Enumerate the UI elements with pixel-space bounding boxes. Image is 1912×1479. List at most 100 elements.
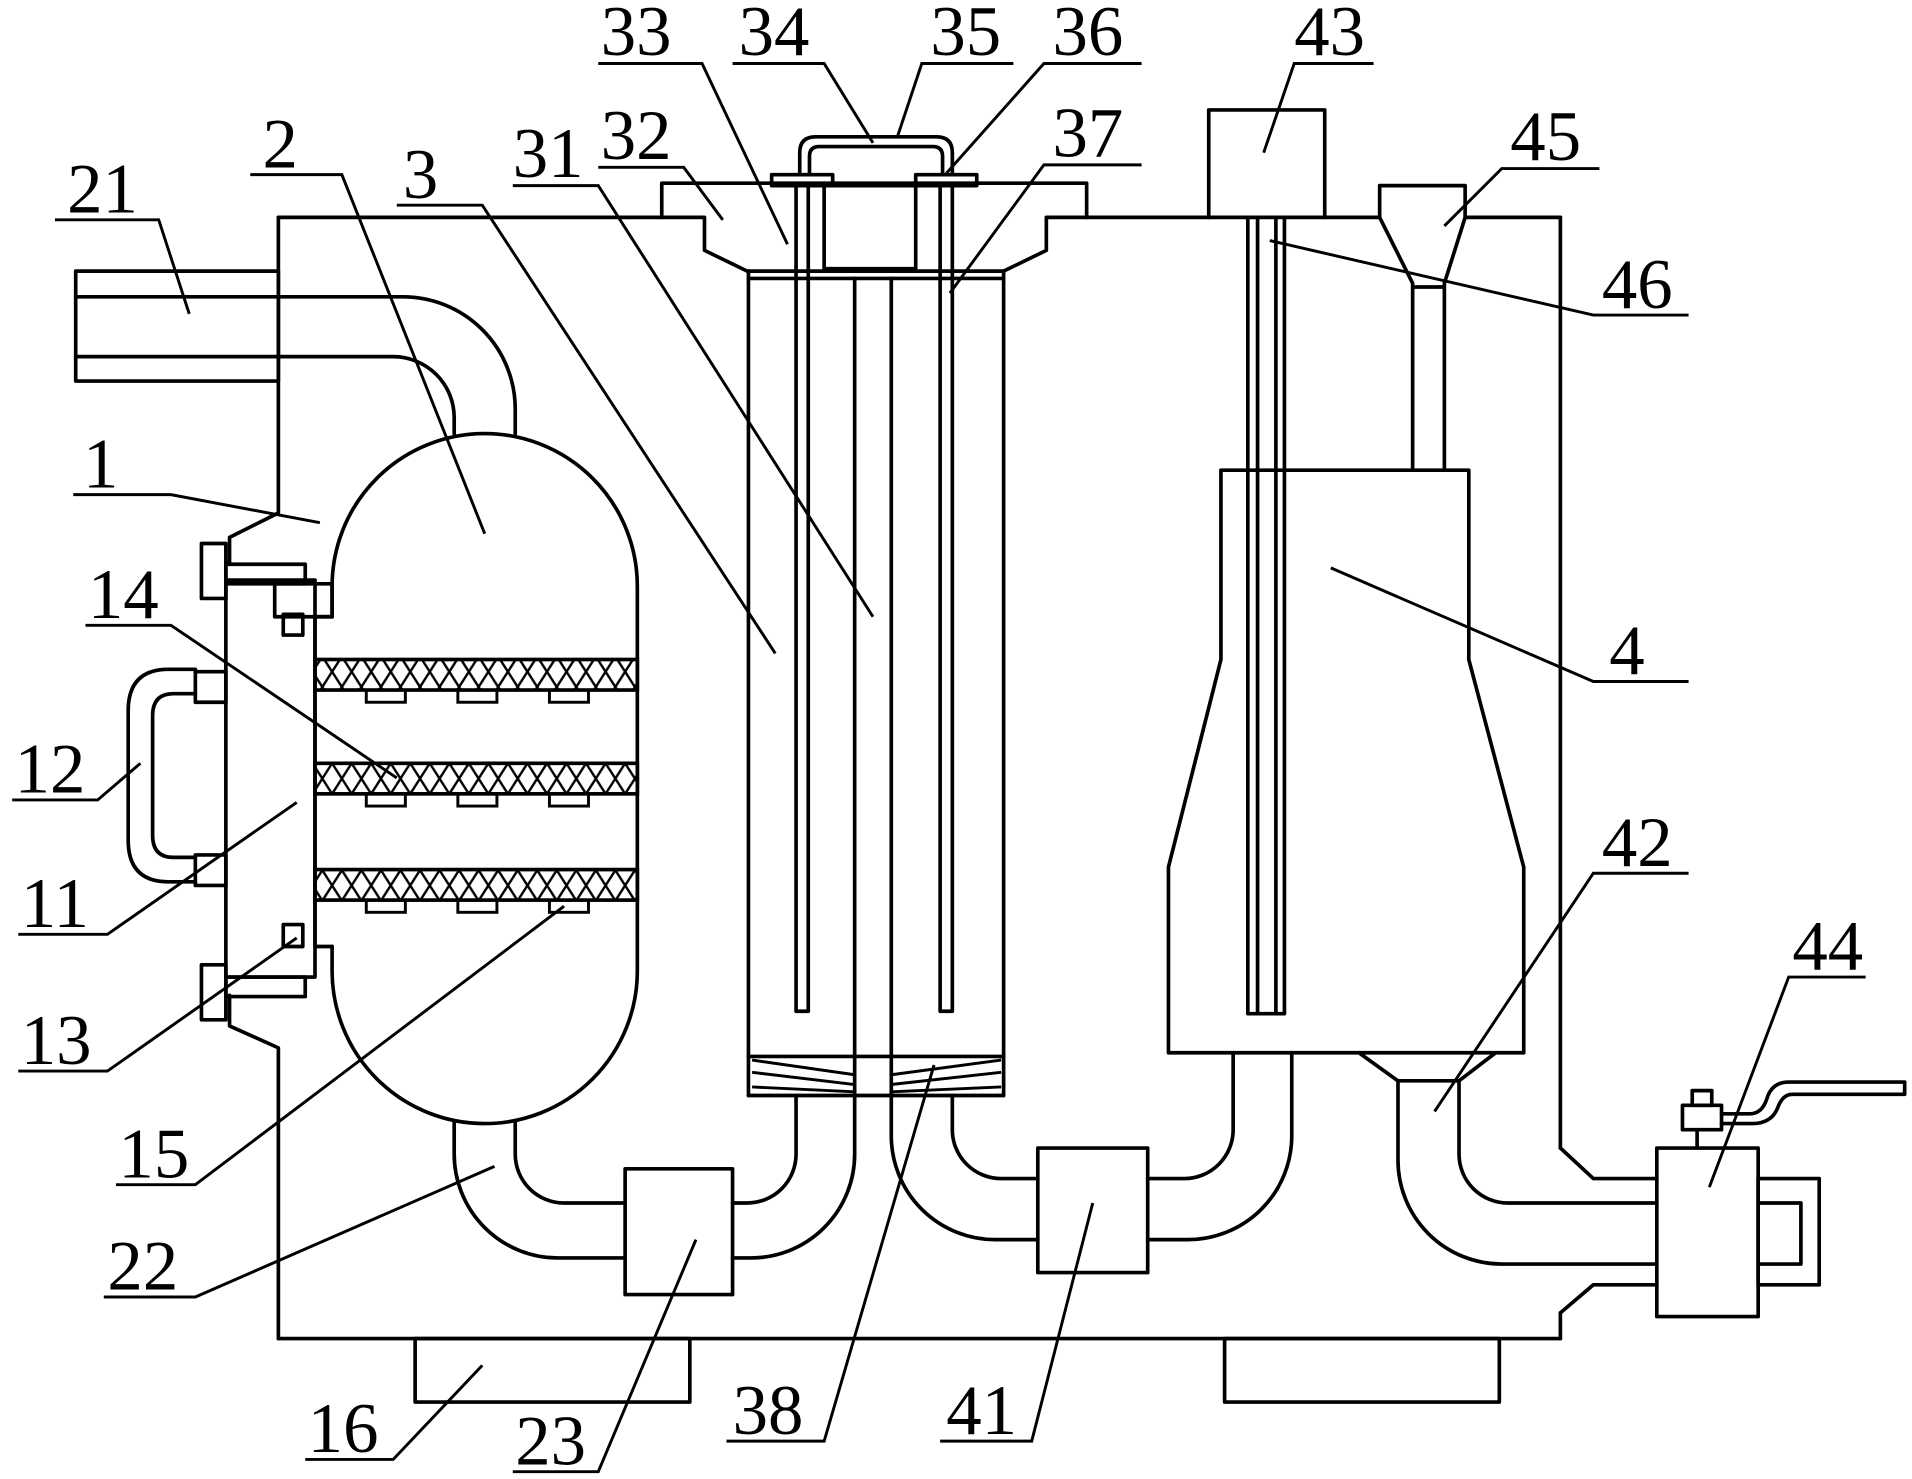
label-38: 38: [733, 1372, 804, 1450]
support-tab: [456, 792, 499, 808]
second-pump-box: [1035, 1146, 1150, 1275]
column-outlet-outer: [889, 1093, 1040, 1242]
column-outlet-inner: [950, 1093, 1040, 1181]
label-31: 31: [513, 115, 584, 193]
drain-pipe: [1357, 1050, 1659, 1315]
support-tab: [364, 898, 407, 914]
inlet-pipe-flange: [73, 269, 281, 383]
access-door: [199, 541, 334, 1022]
leader-41: [940, 1202, 1095, 1443]
column-bottom: [746, 1054, 1006, 1098]
door-handle: [126, 667, 228, 888]
upper-hinge-plate: [224, 562, 308, 586]
lid-handle-outer: [797, 134, 955, 177]
leader-23: [512, 1239, 698, 1474]
support-foot-left: [413, 1336, 692, 1404]
valve-lever: [1719, 1080, 1907, 1126]
label-2: 2: [263, 105, 298, 183]
electrode-rod-right: [938, 183, 955, 1014]
label-37: 37: [1052, 94, 1123, 172]
first-pump-box: [623, 1166, 735, 1297]
drain-nozzle: [1558, 1146, 1659, 1315]
leader-37: [948, 163, 1142, 294]
mesh-support-tabs: [364, 688, 590, 914]
tank-inlet-inner: [1145, 1050, 1235, 1181]
pump-to-tank-pipe: [1145, 1050, 1294, 1242]
label-44: 44: [1792, 908, 1863, 986]
outlet-pipe-outer: [452, 1119, 627, 1260]
support-tab: [456, 688, 499, 704]
drain-pipe-outer: [1396, 1079, 1659, 1266]
inlet-pipe-elbow-outer: [276, 294, 518, 436]
settling-tank-shell: [1166, 468, 1526, 1055]
leader-45: [1443, 167, 1600, 227]
pump-pipe-outer: [730, 1093, 857, 1260]
column-outlet-pipe: [889, 1093, 1040, 1242]
leader-16: [305, 1364, 484, 1461]
column-shell: [746, 269, 1006, 1098]
tank-inlet-outer: [1145, 1050, 1294, 1242]
label-34: 34: [739, 0, 810, 71]
label-32: 32: [601, 97, 672, 175]
door-plate: [224, 578, 317, 979]
leader-44: [1707, 975, 1866, 1188]
leader-21: [54, 218, 191, 315]
support-tab: [547, 688, 590, 704]
label-42: 42: [1602, 804, 1673, 882]
leader-22: [103, 1165, 496, 1299]
lower-latch-tab: [281, 922, 305, 949]
label-46: 46: [1602, 246, 1673, 324]
filter-meshes: [313, 657, 640, 902]
support-tab: [364, 792, 407, 808]
leader-36: [945, 62, 1142, 175]
treatment-column: [659, 134, 1089, 1098]
label-11: 11: [21, 865, 89, 943]
lid-plug: [822, 183, 918, 271]
filter-mesh-upper: [313, 657, 640, 692]
housing-left-wall: [227, 215, 281, 1341]
drain-valve: [1654, 1080, 1907, 1319]
label-43: 43: [1294, 0, 1365, 71]
inlet-pipe-elbow-inner: [276, 354, 457, 436]
support-tab: [456, 898, 499, 914]
cone-filter-lines-left: [751, 1058, 855, 1094]
label-4: 4: [1609, 612, 1644, 690]
pump-pipe-inner: [730, 1093, 798, 1205]
leader-11: [18, 801, 298, 936]
reference-numerals: 33 34 35 36 37 32 31 3 2 21 43 45 46 4 4…: [15, 0, 1863, 1479]
label-14: 14: [88, 556, 159, 634]
door-handle-mount-bottom: [193, 853, 228, 888]
support-tab: [547, 792, 590, 808]
rod-nut-left: [769, 172, 835, 188]
filter-mesh-middle: [313, 761, 640, 796]
leader-14: [85, 623, 398, 780]
leader-12: [12, 762, 142, 802]
leader-43: [1262, 62, 1374, 154]
cone-filter-lines-right: [891, 1058, 1002, 1094]
leader-33: [598, 62, 789, 245]
settling-tank: [1166, 108, 1526, 1055]
label-3: 3: [403, 136, 438, 214]
door-handle-outer: [126, 667, 198, 884]
leader-15: [115, 905, 565, 1187]
label-33: 33: [601, 0, 672, 71]
label-12: 12: [15, 731, 86, 809]
electrode-rod-left: [794, 183, 811, 1014]
cone-filter: [751, 1058, 1002, 1094]
vessel-outlet-pipe: [452, 1119, 627, 1260]
inlet-pipe: [73, 269, 518, 436]
label-13: 13: [21, 1002, 92, 1080]
leader-lines: [12, 62, 1866, 1474]
label-35: 35: [930, 0, 1001, 71]
label-36: 36: [1052, 0, 1123, 71]
valve-stem-nut: [1680, 1103, 1724, 1132]
door-handle-mount-top: [193, 669, 228, 705]
central-tube: [852, 276, 894, 1098]
column-flange: [659, 181, 1089, 273]
leader-31: [512, 184, 875, 618]
support-feet: [413, 1336, 1502, 1404]
drain-pipe-inner: [1457, 1079, 1659, 1205]
drain-funnel: [1357, 1050, 1498, 1083]
lid-handle-inner: [807, 144, 945, 177]
